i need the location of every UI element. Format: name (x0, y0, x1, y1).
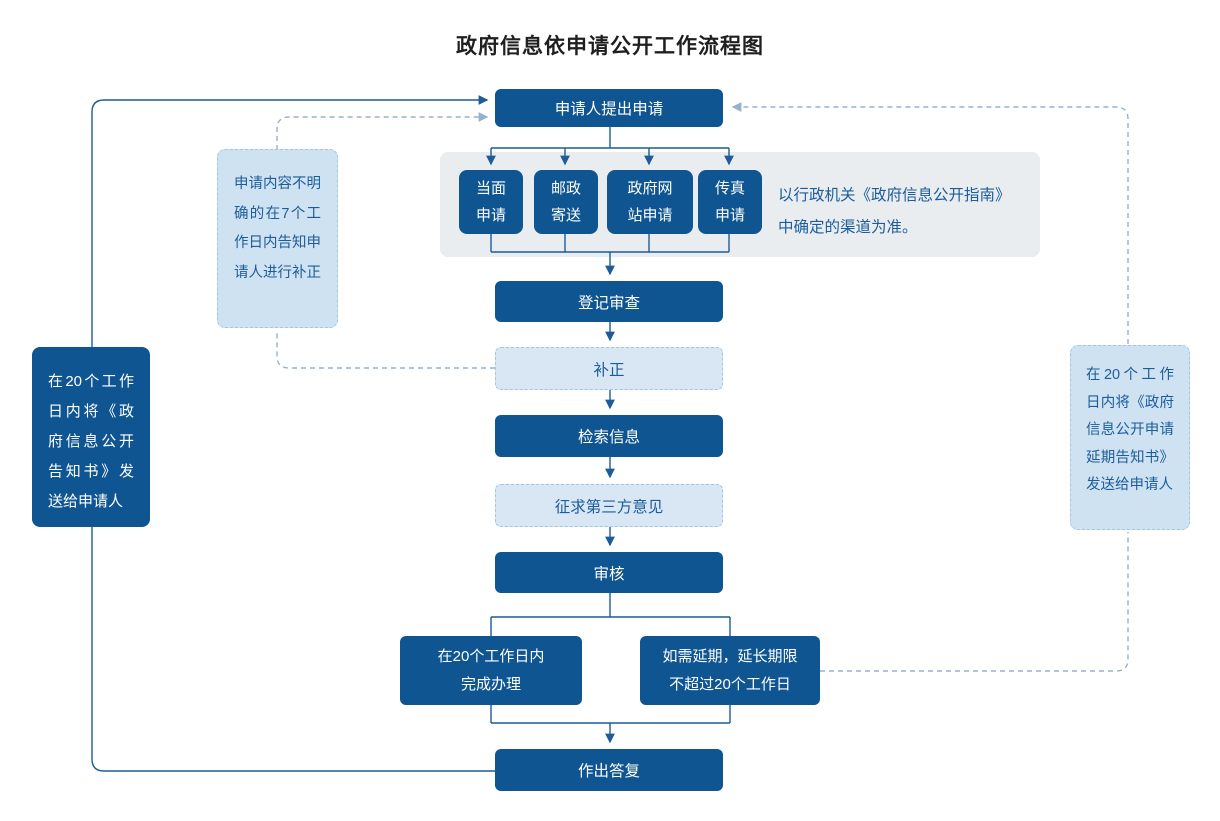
note-reply-deadline: 在20个工作日内将《政府信息公开告知书》发送给申请人 (32, 347, 150, 527)
node-review: 审核 (495, 552, 723, 593)
note-extension-deadline: 在20个工作日内将《政府信息公开申请延期告知书》 发送给申请人 (1070, 345, 1190, 530)
node-complete-within-20-days: 在20个工作日内 完成办理 (400, 636, 582, 705)
node-channel-fax: 传真 申请 (698, 170, 762, 234)
node-channel-in-person: 当面 申请 (459, 170, 523, 234)
note-supplement-deadline: 申请内容不明确的在7个工作日内告知申请人进行补正 (217, 149, 338, 328)
node-channel-postal: 邮政 寄送 (534, 170, 598, 234)
node-apply-start: 申请人提出申请 (495, 89, 723, 127)
node-third-party-opinion: 征求第三方意见 (495, 484, 723, 527)
node-channel-website: 政府网 站申请 (607, 170, 693, 234)
node-reply: 作出答复 (495, 749, 723, 791)
channels-note: 以行政机关《政府信息公开指南》 中确定的渠道为准。 (778, 187, 1011, 236)
node-extension-limit: 如需延期，延长期限 不超过20个工作日 (640, 636, 820, 705)
page-title: 政府信息依申请公开工作流程图 (456, 35, 764, 58)
node-supplement: 补正 (495, 347, 723, 390)
node-search-info: 检索信息 (495, 415, 723, 457)
node-register-review: 登记审查 (495, 281, 723, 322)
